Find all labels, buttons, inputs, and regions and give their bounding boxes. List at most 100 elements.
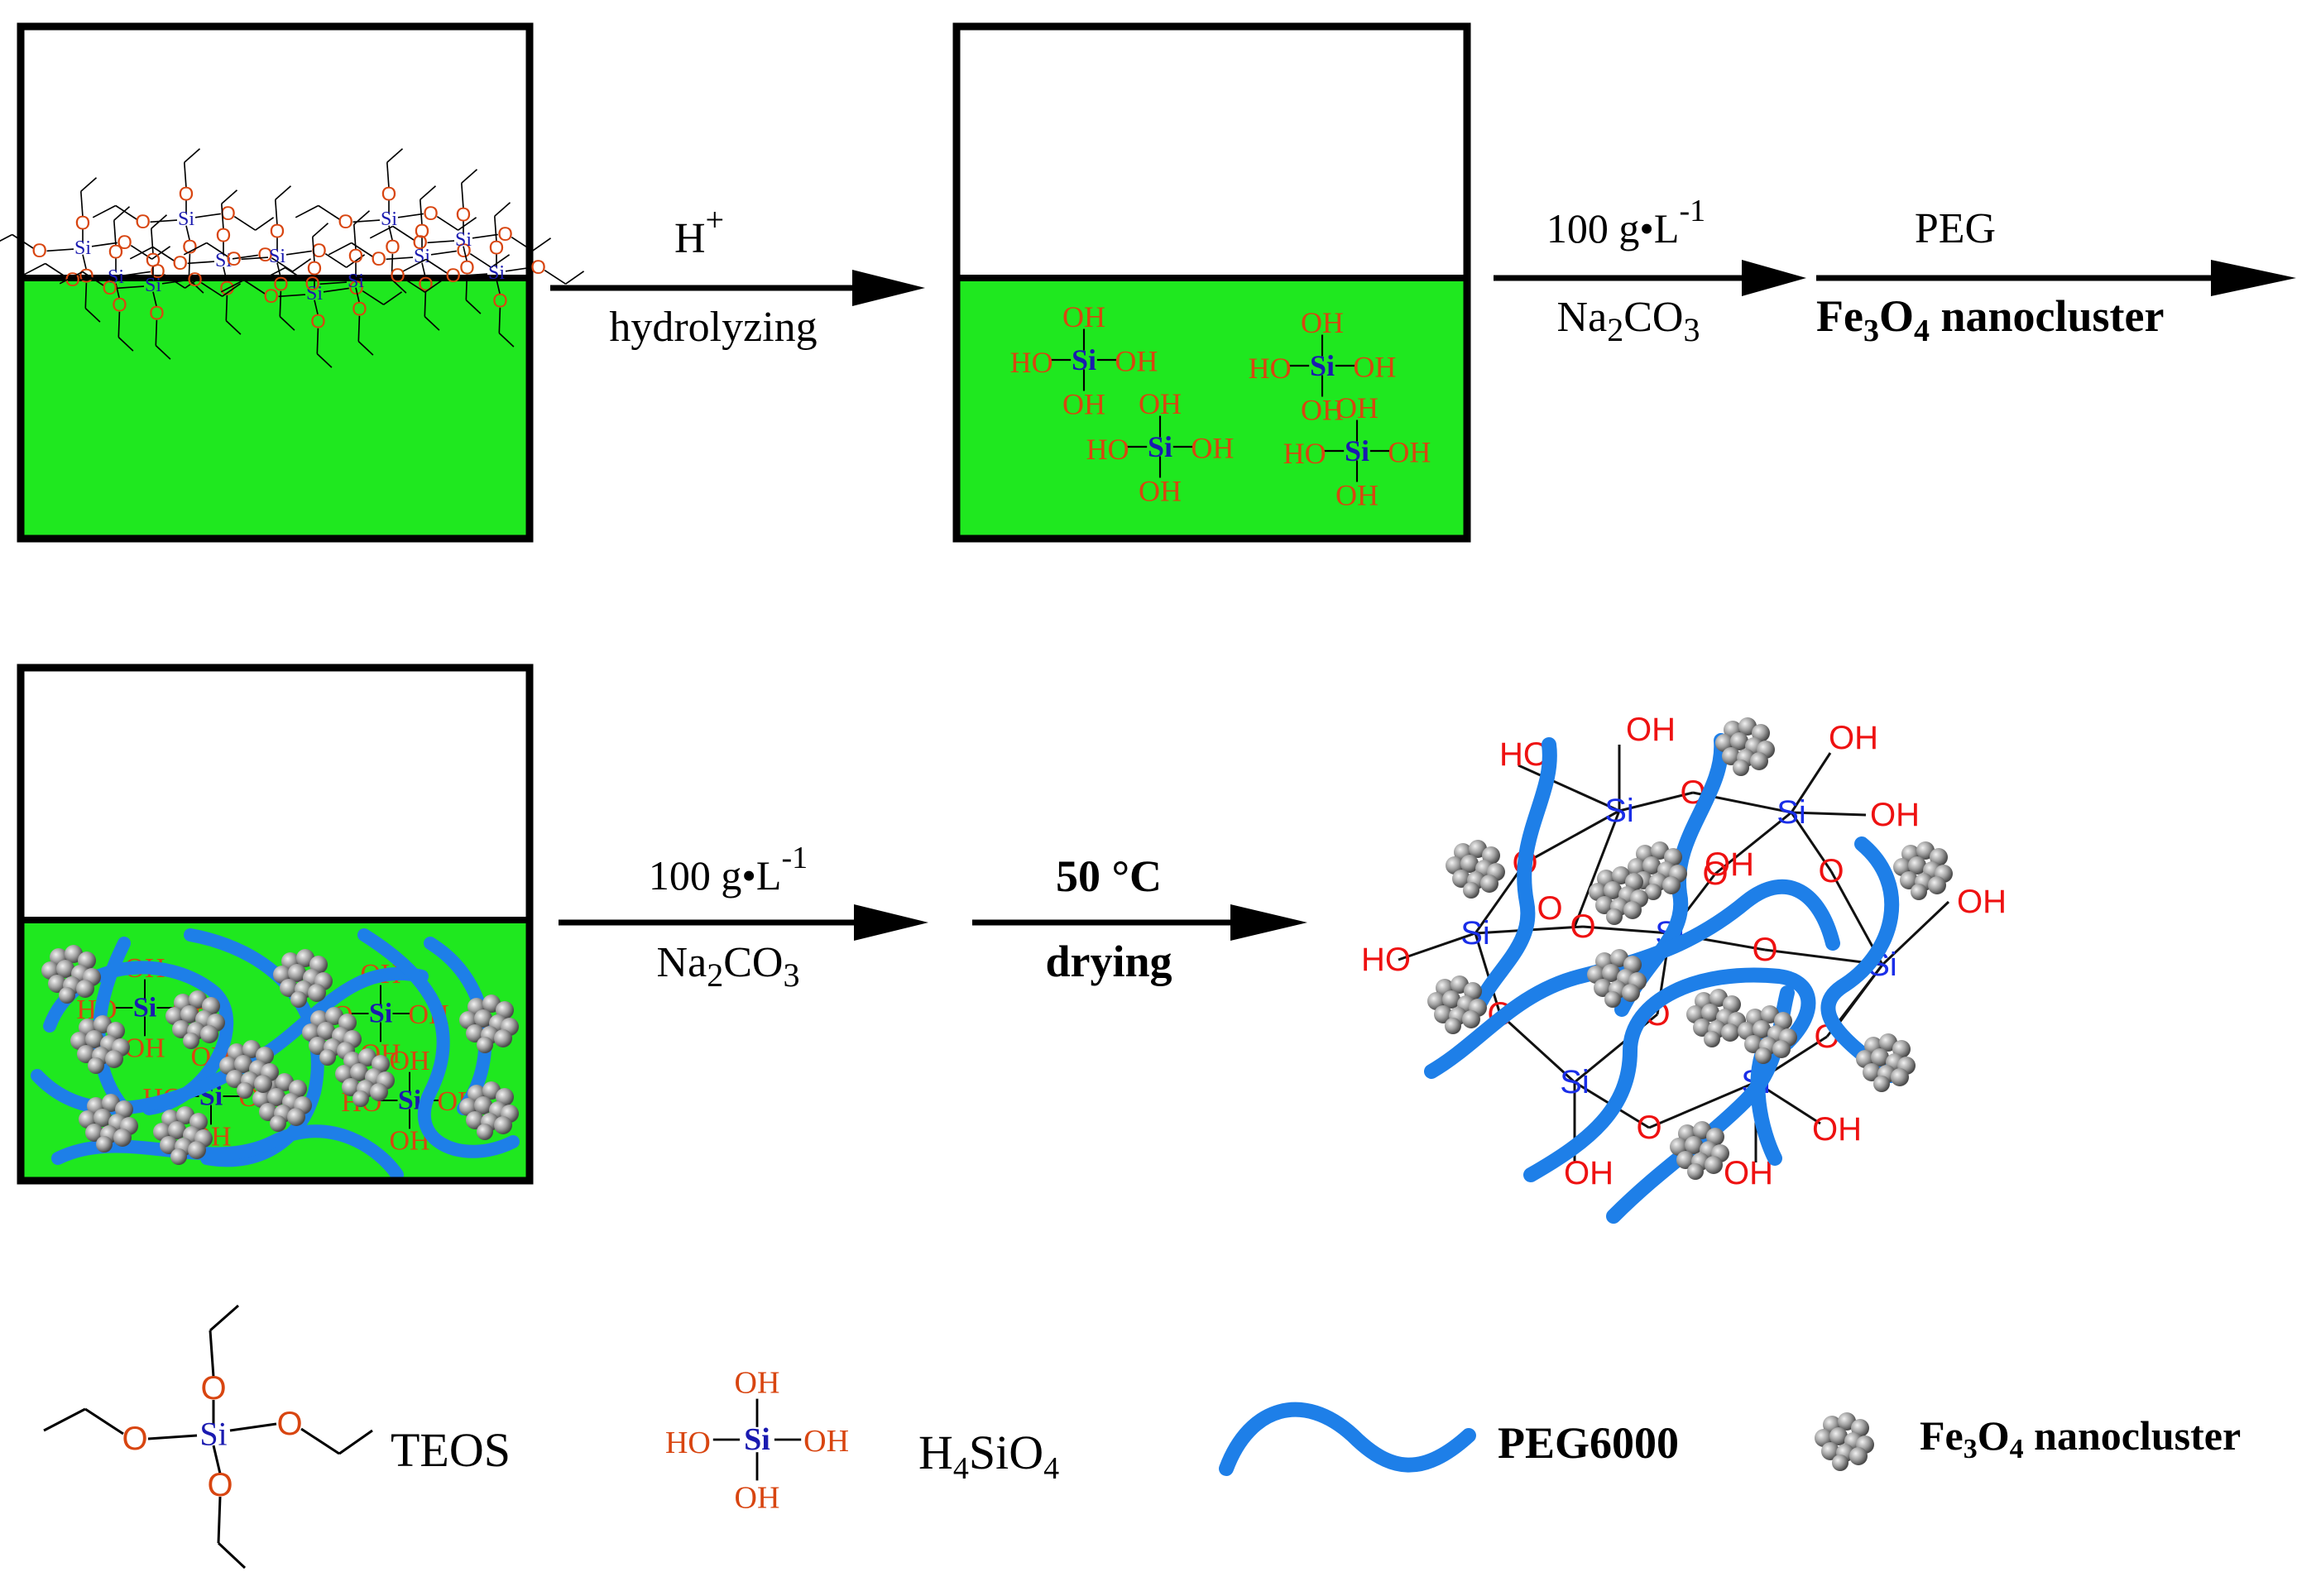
hydroxyl-group: OH — [735, 1480, 780, 1515]
oxygen-atom: O — [459, 257, 475, 280]
bond-line — [220, 279, 245, 293]
bond-line — [300, 1427, 340, 1455]
bond-line — [84, 1407, 124, 1435]
bond-line — [338, 1429, 373, 1455]
network-bond — [1791, 811, 1867, 817]
silicon-atom: Si — [1072, 343, 1096, 376]
bond-line — [152, 246, 175, 261]
bond-line — [243, 279, 266, 295]
network-bond — [1835, 964, 1884, 1027]
silicon-atom: Si — [108, 266, 124, 288]
peg-addition-arrow: PEG Fe3O4 nanocluster — [1816, 205, 2296, 348]
oxygen-atom: O — [352, 299, 367, 321]
oxygen-atom: O — [276, 1406, 302, 1442]
oxygen-atom: O — [122, 1421, 147, 1457]
hydroxyl-group: HO — [1361, 942, 1411, 978]
peg-chain — [1474, 737, 1557, 1009]
oxygen-atom: O — [385, 237, 400, 259]
bond-line — [498, 332, 515, 347]
oxygen-atom: O — [492, 290, 508, 313]
hydroxyl-group: HO — [1499, 736, 1549, 773]
silicon-atom: Si — [398, 1086, 421, 1116]
hydroxyl-group: OH — [1388, 435, 1431, 468]
network-bond — [1498, 1013, 1576, 1084]
bond-line — [402, 258, 427, 272]
oxygen-atom: O — [497, 223, 513, 246]
bond-line — [285, 250, 312, 256]
hydrolysis-reagent: H+ — [674, 201, 724, 262]
network-bond — [1518, 764, 1620, 812]
oxygen-atom: O — [456, 204, 472, 226]
peg-chain — [1523, 967, 1816, 1182]
bond-line — [115, 283, 121, 300]
hydroxyl-group: OH — [1353, 350, 1396, 383]
bond-line — [187, 261, 215, 265]
hydroxyl-group: OH — [1191, 431, 1234, 464]
silicon-atom: Si — [199, 1416, 227, 1453]
hydroxyl-group: OH — [1301, 393, 1344, 426]
bond-line — [424, 279, 444, 293]
bond-line — [183, 242, 208, 256]
bond-line — [420, 185, 437, 200]
network-bond — [1755, 1081, 1821, 1125]
bond-line — [391, 278, 407, 294]
oxygen-atom: O — [270, 220, 285, 242]
hydroxyl-group: OH — [803, 1424, 849, 1459]
network-bond — [1790, 752, 1832, 813]
oxygen-atom: O — [381, 183, 397, 205]
bridging-oxygen: O — [1702, 856, 1728, 892]
bond-line — [113, 220, 117, 247]
bond-line — [183, 162, 187, 189]
silicon-atom: Si — [414, 246, 430, 267]
silicon-atom: Si — [488, 262, 505, 284]
oxygen-atom: O — [226, 248, 242, 271]
hydroxyl-group: OH — [1705, 846, 1754, 883]
oxygen-atom: O — [135, 211, 151, 233]
bond-line — [469, 253, 492, 268]
oxygen-atom: O — [200, 1370, 226, 1407]
oxygen-atom: O — [117, 232, 132, 254]
silicon-atom: Si — [744, 1422, 770, 1457]
oxygen-atom: O — [304, 273, 320, 295]
silicon-atom: Si — [381, 208, 397, 230]
bond-line — [150, 219, 178, 223]
legend-nanocluster-label: Fe3O4 nanocluster — [1920, 1412, 2241, 1464]
oxygen-atom: O — [207, 1467, 233, 1503]
bond-line — [355, 287, 361, 304]
bond-line — [532, 237, 552, 252]
bond-line — [206, 242, 228, 257]
bond-line — [427, 240, 455, 244]
fe3o4-nanocluster — [1738, 1005, 1797, 1064]
hydrolysis-arrow: H+ hydrolyzing — [550, 201, 925, 351]
silicon-atom: Si — [178, 208, 194, 230]
bond-line — [188, 278, 204, 294]
bond-line — [386, 148, 404, 163]
nanocluster-addition-label: Fe3O4 nanocluster — [1816, 291, 2164, 348]
bond-line — [460, 183, 464, 209]
bond-line — [241, 256, 269, 261]
gelation-arrow: 100 g•L-1 Na2CO3 — [1494, 194, 1806, 348]
bond-line — [392, 225, 415, 241]
bond-line — [425, 258, 448, 274]
bond-line — [124, 271, 151, 276]
bond-line — [80, 177, 98, 192]
oxygen-atom: O — [172, 252, 188, 275]
drying-label: drying — [1045, 937, 1172, 986]
legend-peg-chain — [1219, 1402, 1476, 1476]
bond-line — [232, 254, 258, 260]
peg-chain — [1424, 879, 1840, 1079]
bond-line — [295, 204, 319, 218]
bond-line — [312, 223, 329, 237]
bond-line — [150, 228, 154, 255]
legend-silicic-acid-label: H4SiO4 — [918, 1426, 1059, 1486]
hydroxyl-group: OH — [1335, 391, 1379, 424]
hydroxyl-group: HO — [1249, 352, 1292, 385]
network-bond — [1881, 900, 1950, 966]
bond-line — [496, 279, 501, 295]
bond-line — [463, 246, 468, 262]
bond-line — [436, 216, 459, 231]
oxygen-atom: O — [179, 183, 194, 205]
bond-line — [494, 202, 511, 217]
